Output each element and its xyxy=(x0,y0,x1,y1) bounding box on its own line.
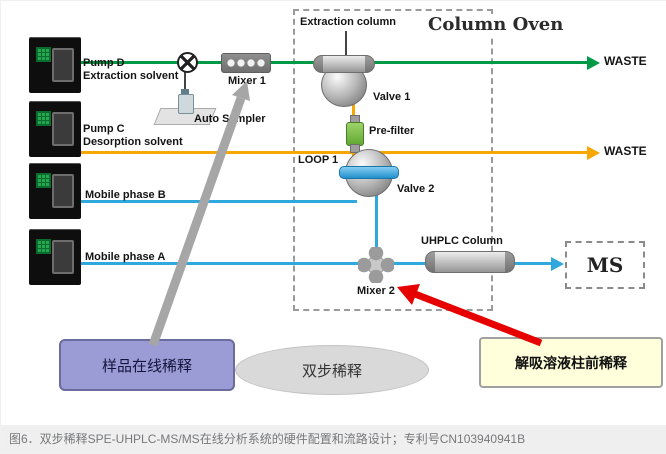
autosampler-label: Auto Sampler xyxy=(194,113,266,125)
pump-module-c xyxy=(29,101,81,157)
status-grid-icon xyxy=(36,47,51,62)
waste-extraction-label: WASTE xyxy=(604,54,647,68)
pre-filter-label: Pre-filter xyxy=(369,125,415,137)
mobile-phase-a-label: Mobile phase A xyxy=(85,251,166,263)
flow-line-valve2-to-mixer2 xyxy=(375,186,378,262)
status-grid-icon xyxy=(36,239,51,254)
callout-desorption-precolumn-dilution-text: 解吸溶液柱前稀释 xyxy=(515,354,627,371)
callout-two-step-dilution: 双步稀释 xyxy=(235,345,429,395)
sampler-needle-line xyxy=(184,69,186,93)
uhplc-column xyxy=(425,251,515,273)
mixer-2 xyxy=(358,247,394,283)
extraction-column xyxy=(313,55,375,73)
mixer-1 xyxy=(221,53,271,73)
valve-2-label: Valve 2 xyxy=(397,183,435,195)
status-grid-icon xyxy=(36,111,51,126)
callout-two-step-dilution-text: 双步稀释 xyxy=(301,362,362,380)
ms-box: MS xyxy=(565,241,645,289)
module-display xyxy=(52,48,74,82)
pump-c-label: Pump C xyxy=(83,123,125,135)
pump-module-a xyxy=(29,229,81,285)
status-grid-icon xyxy=(36,173,51,188)
sample-vial-cap-icon xyxy=(181,89,189,95)
uhplc-column-label: UHPLC Column xyxy=(421,235,503,247)
waste-desorption-label: WASTE xyxy=(604,144,647,158)
extraction-column-label: Extraction column xyxy=(300,16,396,28)
pump-d-label: Pump D xyxy=(83,57,125,69)
module-display xyxy=(52,174,74,208)
loop-1-label: LOOP 1 xyxy=(298,154,339,166)
injection-valve-icon xyxy=(177,52,198,73)
pre-filter-body xyxy=(346,122,364,146)
pump-module-d xyxy=(29,37,81,93)
mobile-phase-b-label: Mobile phase B xyxy=(85,189,166,201)
flow-line-desorption xyxy=(79,151,591,154)
sample-vial-icon xyxy=(178,94,194,114)
ms-label: MS xyxy=(586,253,624,277)
valve-1-label: Valve 1 xyxy=(373,91,411,103)
mixer-2-label: Mixer 2 xyxy=(357,285,395,297)
callout-desorption-precolumn-dilution: 解吸溶液柱前稀释 xyxy=(479,337,663,388)
callout-sample-online-dilution: 样品在线稀释 xyxy=(59,339,235,391)
pump-d-solvent-label: Extraction solvent xyxy=(83,70,179,82)
waste-arrow-desorption-icon xyxy=(587,146,600,160)
extraction-column-pointer-line xyxy=(345,31,347,55)
callout-sample-online-dilution-text: 样品在线稀释 xyxy=(101,357,192,375)
pre-filter xyxy=(346,115,364,153)
sample-loop xyxy=(339,166,399,179)
figure-caption: 图6．双步稀释SPE-UHPLC-MS/MS在线分析系统的硬件配置和流路设计；专… xyxy=(1,425,666,453)
waste-arrow-extraction-icon xyxy=(587,56,600,70)
mixer-1-label: Mixer 1 xyxy=(228,75,266,87)
column-oven-box xyxy=(293,9,493,311)
pump-module-b xyxy=(29,163,81,219)
module-display xyxy=(52,240,74,274)
ms-arrow-icon xyxy=(551,257,564,271)
column-oven-title: Column Oven xyxy=(425,14,567,35)
pump-c-solvent-label: Desorption solvent xyxy=(83,136,183,148)
module-display xyxy=(52,112,74,146)
